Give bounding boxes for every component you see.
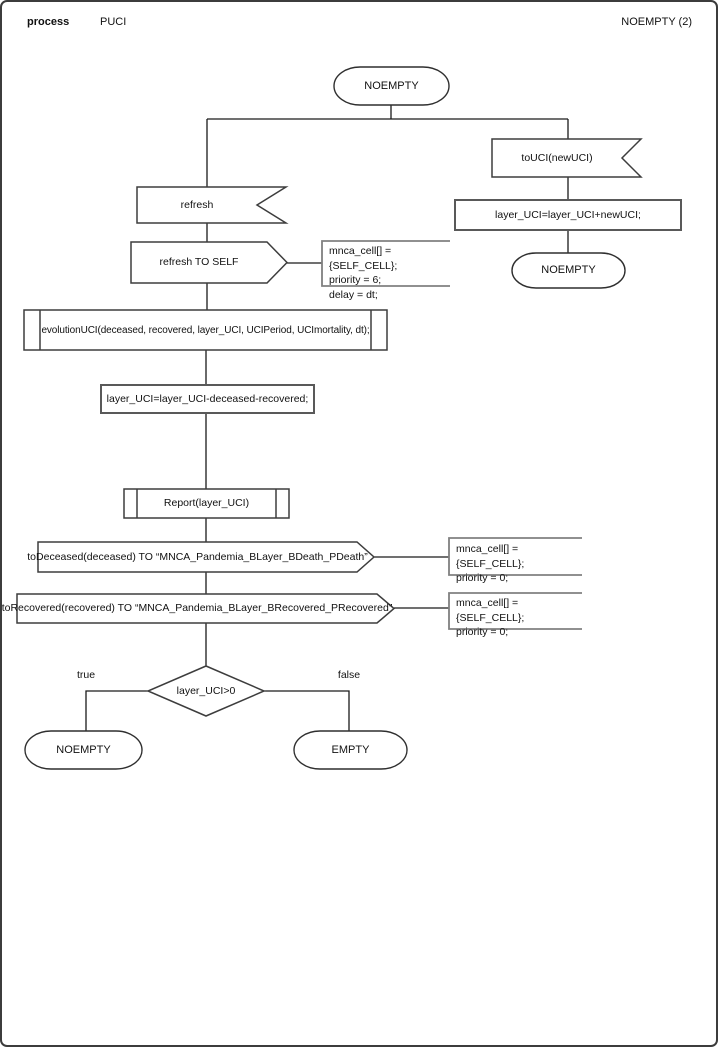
state-noempty-true-label: NOEMPTY	[56, 743, 111, 756]
task-update-layer-uci[interactable]	[100, 384, 315, 414]
task-add-newuci-label: layer_UCI=layer_UCI+newUCI;	[495, 208, 641, 221]
procedure-evolutionuci[interactable]	[23, 309, 388, 351]
output-refresh-to-self[interactable]	[130, 241, 289, 284]
decision-false-label: false	[337, 668, 361, 681]
task-update-layer-uci-label: layer_UCI=layer_UCI-deceased-recovered;	[106, 392, 309, 405]
input-touci-label: toUCI(newUCI)	[521, 151, 593, 164]
output-torecovered[interactable]	[16, 593, 396, 624]
flow-lines	[85, 105, 569, 731]
state-noempty-right-label: NOEMPTY	[541, 264, 596, 276]
page-reference: NOEMPTY (2)	[621, 16, 692, 28]
output-todeceased[interactable]	[37, 541, 376, 573]
decision-true-label: true	[76, 668, 96, 681]
comment-deceased-text: mnca_cell[] = {SELF_CELL}; priority = 0;	[456, 543, 525, 584]
procedure-evolutionuci-label: evolutionUCI(deceased, recovered, layer_…	[41, 324, 370, 336]
decision-layer-uci-label: layer_UCI>0	[176, 684, 236, 697]
comment-recovered[interactable]	[448, 592, 582, 630]
decision-layer-uci[interactable]	[146, 665, 266, 717]
comment-deceased[interactable]	[448, 537, 582, 576]
process-kind-label: process	[27, 16, 70, 28]
comment-refresh-text: mnca_cell[] = {SELF_CELL}; priority = 6;…	[329, 245, 398, 301]
input-touci[interactable]	[491, 138, 643, 178]
state-start[interactable]	[333, 66, 450, 106]
state-empty-false[interactable]	[293, 730, 408, 770]
procedure-report-label: Report(layer_UCI)	[163, 497, 250, 509]
output-torecovered-label: toRecovered(recovered) TO “MNCA_Pandemia…	[1, 602, 393, 614]
input-refresh-label: refresh	[180, 198, 214, 211]
state-start-label: NOEMPTY	[364, 79, 419, 92]
state-noempty-true[interactable]	[24, 730, 143, 770]
state-noempty-right[interactable]	[511, 252, 626, 289]
comment-refresh[interactable]	[321, 240, 450, 287]
output-todeceased-label: toDeceased(deceased) TO “MNCA_Pandemia_B…	[27, 550, 368, 563]
comment-recovered-text: mnca_cell[] = {SELF_CELL}; priority = 0;	[456, 597, 525, 638]
process-name: PUCI	[100, 16, 127, 28]
procedure-report[interactable]	[123, 488, 290, 519]
output-refresh-to-self-label: refresh TO SELF	[159, 256, 239, 268]
task-add-newuci[interactable]	[454, 199, 682, 231]
state-empty-false-label: EMPTY	[331, 743, 370, 756]
input-refresh[interactable]	[136, 186, 289, 224]
